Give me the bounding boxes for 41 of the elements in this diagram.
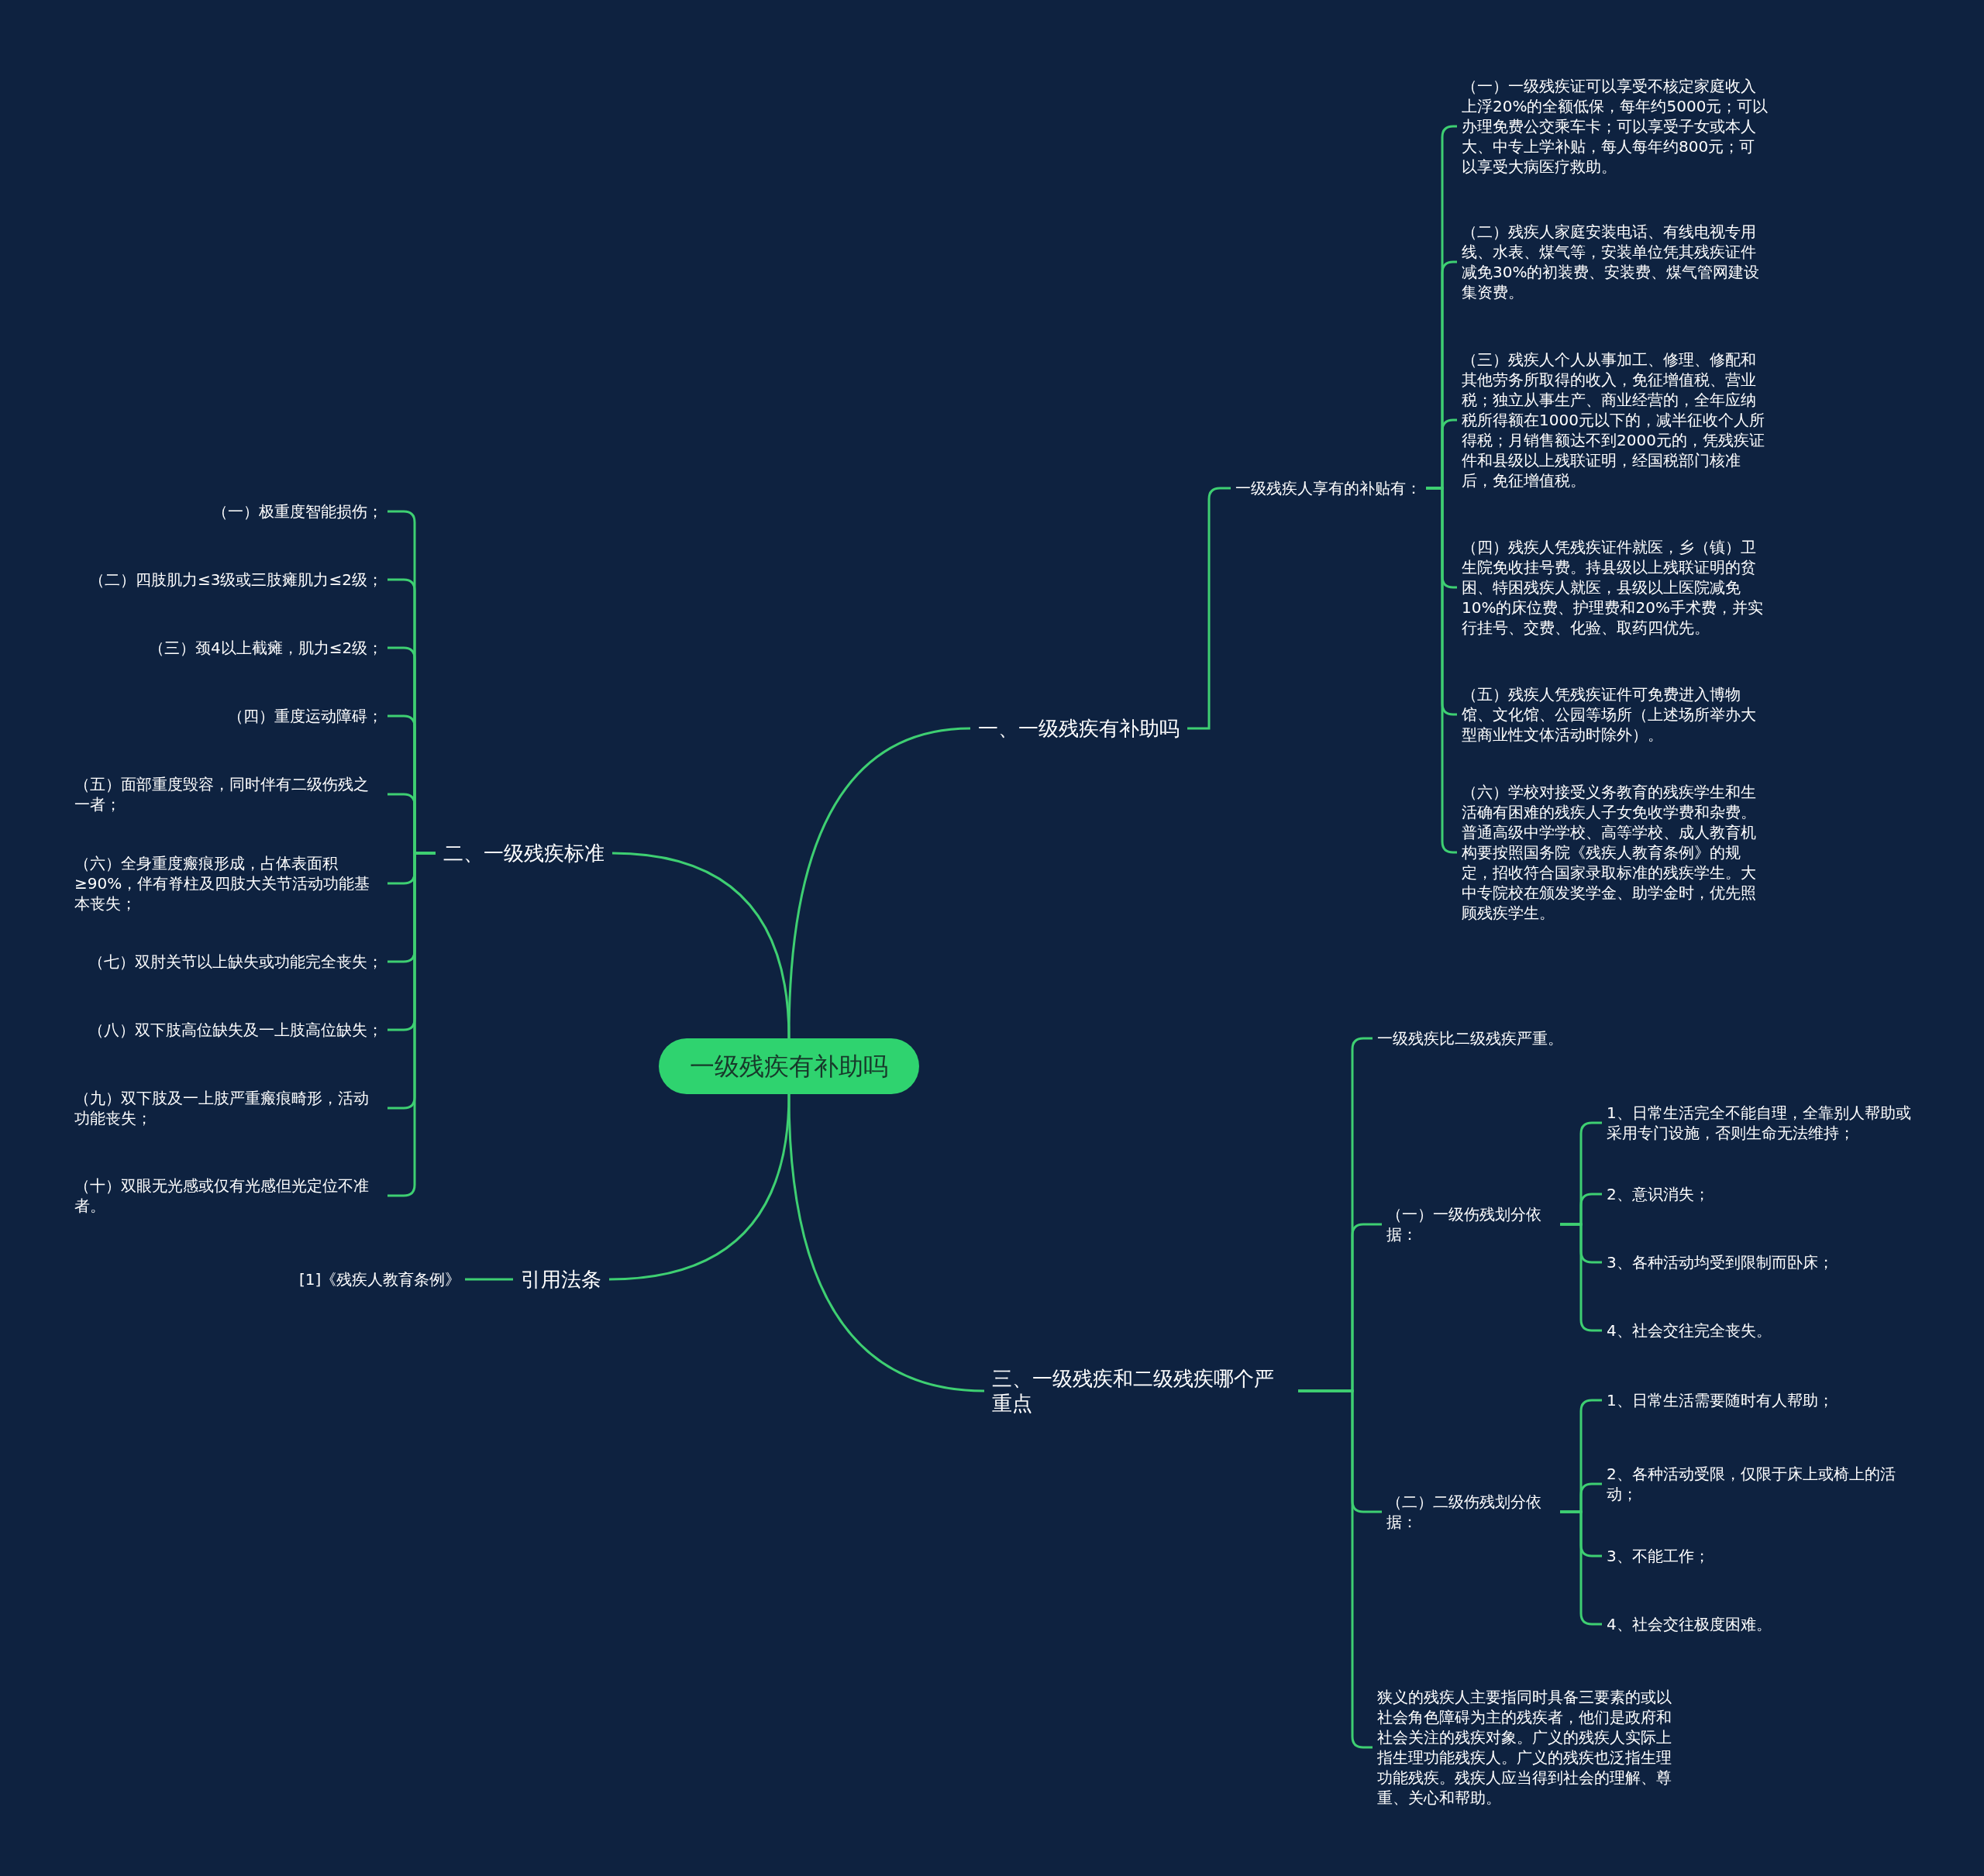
- topic-text: 狭义的残疾人主要指同时具备三要素的或以社会角色障碍为主的残疾者，他们是政府和社会关注的残疾对象。广义的残疾人实际上指生理功能残疾人。广义的残疾也泛指生理功能残疾。残疾人应当得到社会的理解、尊重、关心和帮助。: [1373, 1684, 1690, 1811]
- topic-text: （六）学校对接受义务教育的残疾学生和生活确有困难的残疾人子女免收学费和杂费。普通高级中学学校、高等学校、成人教育机构要按照国务院《残疾人教育条例》的规定，招收符合国家录取标准的残疾学生。大中专院校在颁发奖学金、助学金时，优先照顾残疾学生。: [1457, 779, 1775, 926]
- topic-text: （二）四肢肌力≤3级或三肢瘫肌力≤2级；: [84, 566, 388, 593]
- topic-text: 3、各种活动均受到限制而卧床；: [1602, 1249, 1838, 1275]
- connector-line: [388, 852, 436, 1197]
- topic-text: （一）极重度智能损伤；: [208, 498, 388, 525]
- connector-line: [465, 1278, 513, 1281]
- subtopic-text: 一级残疾人享有的补贴有：: [1231, 473, 1426, 503]
- subtopic-text: （一）一级伤残划分依据：: [1382, 1200, 1560, 1249]
- connector-line: [611, 852, 790, 1039]
- topic-text: （五）残疾人凭残疾证件可免费进入博物馆、文化馆、公园等场所（上述场所举办大型商业性文体活动时除外）。: [1457, 681, 1775, 748]
- branch-topic: 三、一级残疾和二级残疾哪个严重点: [984, 1360, 1298, 1422]
- central-topic: 一级残疾有补助吗: [659, 1038, 919, 1094]
- connector-line: [787, 727, 971, 1039]
- topic-text: （七）双肘关节以上缺失或功能完全丧失；: [84, 948, 388, 975]
- topic-text: （四）重度运动障碍；: [223, 703, 388, 729]
- topic-text: （三）残疾人个人从事加工、修理、修配和其他劳务所取得的收入，免征增值税、营业税；独立从事生产、商业经营的，全年应纳税所得额在1000元以下的，减半征收个人所得税；月销售额达不到2000元的，凭残疾证件和县级以上残联证明，经国税部门核准后，免征增值税。: [1457, 346, 1775, 494]
- connector-line: [608, 1093, 790, 1281]
- topic-text: （二）残疾人家庭安装电话、有线电视专用线、水表、煤气等，安装单位凭其残疾证件减免30%的初装费、安装费、煤气管网建设集资费。: [1457, 219, 1775, 305]
- branch-topic: 二、一级残疾标准: [436, 835, 612, 872]
- branch-topic: 一、一级残疾有补助吗: [970, 710, 1187, 747]
- topic-text: 1、日常生活需要随时有人帮助；: [1602, 1387, 1838, 1413]
- topic-text: （六）全身重度瘢痕形成，占体表面积≥90%，伴有脊柱及四肢大关节活动功能基本丧失；: [70, 850, 388, 917]
- topic-text: 3、不能工作；: [1602, 1543, 1714, 1569]
- topic-text: 2、意识消失；: [1602, 1181, 1714, 1207]
- topic-text: （八）双下肢高位缺失及一上肢高位缺失；: [84, 1017, 388, 1043]
- topic-text: （九）双下肢及一上肢严重瘢痕畸形，活动功能丧失；: [70, 1085, 388, 1131]
- branch-topic: 引用法条: [513, 1261, 609, 1298]
- topic-text: （四）残疾人凭残疾证件就医，乡（镇）卫生院免收挂号费。持县级以上残联证明的贫困、特困残疾人就医，县级以上医院减免10%的床位费、护理费和20%手术费，并实行挂号、交费、化验、取药四优先。: [1457, 534, 1775, 641]
- topic-text: 2、各种活动受限，仅限于床上或椅上的活动；: [1602, 1461, 1916, 1507]
- topic-text: （五）面部重度毁容，同时伴有二级伤残之一者；: [70, 771, 388, 818]
- topic-text: （十）双眼无光感或仅有光感但光定位不准者。: [70, 1172, 388, 1219]
- topic-text: 1、日常生活完全不能自理，全靠别人帮助或采用专门设施，否则生命无法维持；: [1602, 1100, 1916, 1146]
- topic-text: （三）颈4以上截瘫，肌力≤2级；: [144, 635, 388, 661]
- subtopic-text: （二）二级伤残划分依据：: [1382, 1487, 1560, 1537]
- topic-text: 4、社会交往完全丧失。: [1602, 1317, 1776, 1344]
- topic-text: [1]《残疾人教育条例》: [294, 1266, 466, 1293]
- topic-text: 一级残疾比二级残疾严重。: [1373, 1025, 1568, 1052]
- topic-text: 4、社会交往极度困难。: [1602, 1611, 1776, 1637]
- connector-line: [787, 1093, 985, 1392]
- topic-text: （一）一级残疾证可以享受不核定家庭收入上浮20%的全额低保，每年约5000元；可以办理免费公交乘车卡；可以享受子女或本人大、中专上学补贴，每人每年约800元；可以享受大病医疗救助。: [1457, 73, 1775, 180]
